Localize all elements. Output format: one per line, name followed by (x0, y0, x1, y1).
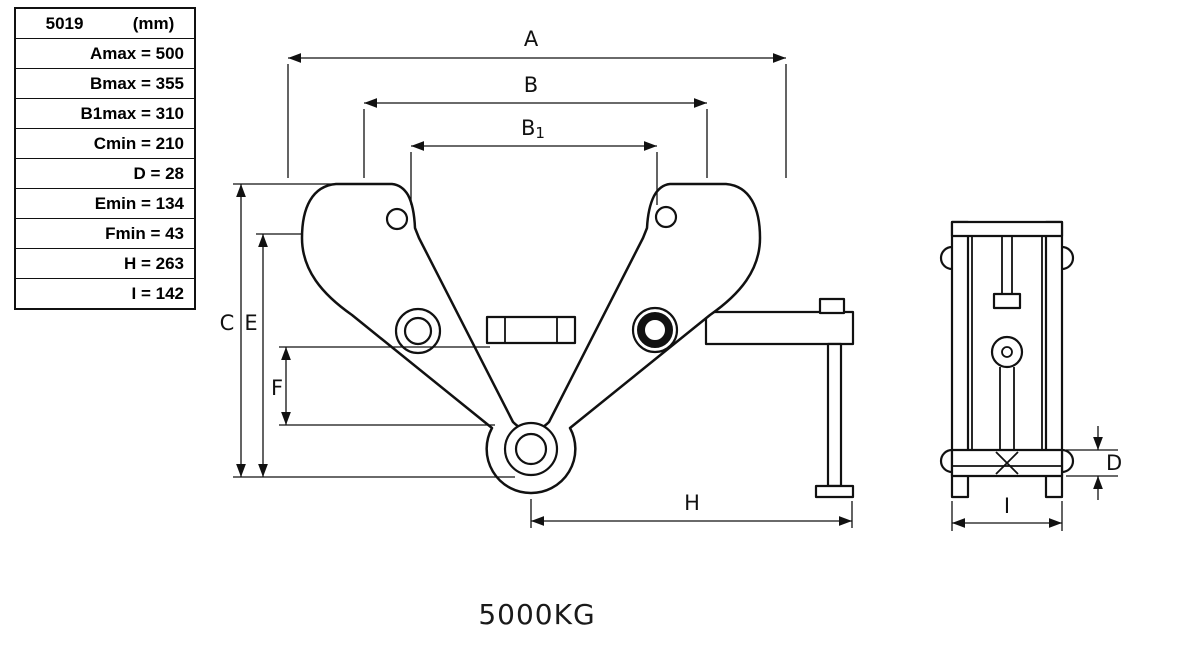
beam-seat-plate (485, 315, 577, 345)
right-jaw-hole-ring (637, 312, 673, 348)
side-pivot-hole (1001, 346, 1013, 358)
dim-label-h: H (684, 491, 700, 515)
clamp-body-silhouette (300, 182, 762, 495)
dim-label-b1-main: B (521, 116, 535, 140)
side-view (939, 220, 1075, 499)
spec-table-header: 5019 (mm) (16, 9, 194, 39)
dim-label-b1-sub: 1 (535, 124, 545, 142)
spec-row-h: H = 263 (16, 249, 194, 279)
left-hook-hole (385, 207, 409, 231)
spec-row-bmax: Bmax = 355 (16, 69, 194, 99)
side-pivot-circle (990, 335, 1024, 369)
dimension-annotations-front: A B B1 C E F (220, 27, 853, 528)
capacity-label: 5000KG (478, 598, 596, 631)
screw-nut (818, 297, 846, 315)
spec-row-emin: Emin = 134 (16, 189, 194, 219)
tension-rod (826, 342, 843, 488)
spec-row-amax: Amax = 500 (16, 39, 194, 69)
spec-row-cmin: Cmin = 210 (16, 129, 194, 159)
top-cross-bar (950, 220, 1064, 238)
dimension-annotations-side: D I (951, 426, 1122, 531)
unit-label: (mm) (132, 13, 175, 33)
dim-label-b: B (524, 73, 538, 97)
clamp-arm (704, 310, 855, 346)
dim-label-c: C (220, 311, 235, 335)
dim-label-f: F (271, 376, 283, 400)
side-nut (992, 292, 1022, 310)
bottom-cross-brace (995, 451, 1019, 475)
dim-label-a: A (524, 27, 539, 51)
pivot-pin-inner (514, 432, 548, 466)
spec-row-b1max: B1max = 310 (16, 99, 194, 129)
dim-label-e: E (244, 311, 257, 335)
spec-row-i: I = 142 (131, 284, 184, 303)
rod-foot (814, 484, 855, 499)
front-view (300, 182, 855, 499)
left-jaw-hole-inner (403, 316, 433, 346)
spec-row-fmin: Fmin = 43 (16, 219, 194, 249)
dim-label-i: I (1004, 494, 1010, 518)
dim-label-b1: B1 (521, 116, 545, 142)
dim-label-d: D (1106, 451, 1122, 475)
model-number: 5019 (45, 13, 84, 33)
spec-row-d: D = 28 (16, 159, 194, 189)
right-hook-hole (654, 205, 678, 229)
spec-table: 5019 (mm) Amax = 500 Bmax = 355 B1max = … (14, 7, 196, 310)
